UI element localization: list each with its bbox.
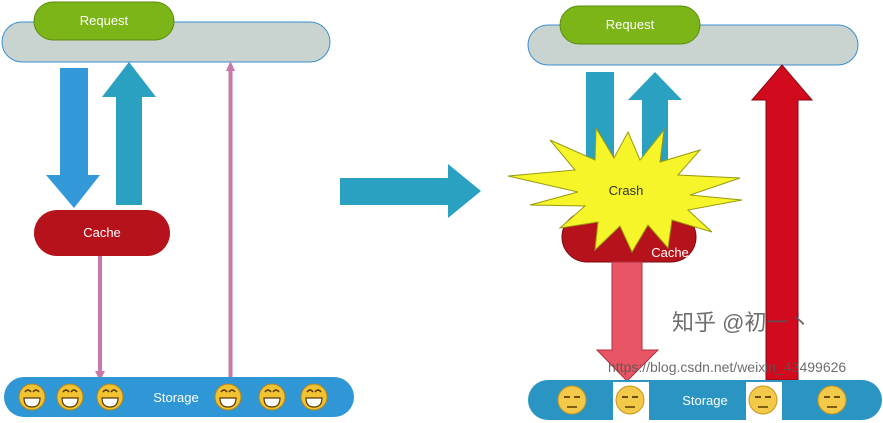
watermark-brand: 知乎 @初一丶 [672, 310, 810, 335]
request-pill [559, 5, 701, 45]
read-down-arrow [46, 68, 100, 208]
storage-label: Storage [682, 393, 728, 408]
grin-emoji-icon [258, 383, 286, 411]
storage-up-line [228, 70, 233, 378]
cache-down-line [98, 256, 102, 372]
grin-emoji-icon [18, 383, 46, 411]
grin-emoji-icon [214, 383, 242, 411]
return-up-arrow [628, 72, 682, 200]
weary-emoji-icon [748, 385, 778, 415]
cache-label: Cache [651, 245, 689, 260]
weary-emoji-icon [557, 385, 587, 415]
request-label: Request [606, 17, 655, 32]
cache-pill [34, 210, 170, 256]
request-label: Request [80, 13, 129, 28]
transition-arrow [340, 164, 481, 218]
crash-label: Crash [609, 183, 644, 198]
return-up-arrow [102, 62, 156, 205]
cache-to-storage-arrow [595, 261, 660, 382]
watermark-url: https://blog.csdn.net/weixin_43499626 [608, 359, 846, 375]
grin-emoji-icon [96, 383, 124, 411]
crash-burst [507, 126, 743, 254]
grin-emoji-icon [56, 383, 84, 411]
grin-emoji-icon [300, 383, 328, 411]
arrowhead-icon [95, 371, 105, 381]
storage-label: Storage [153, 390, 199, 405]
weary-emoji-icon [615, 385, 645, 415]
cache-label: Cache [83, 225, 121, 240]
arrowhead-icon [226, 61, 235, 71]
storage-to-request-arrow [750, 64, 814, 381]
weary-emoji-icon [817, 385, 847, 415]
request-pill [33, 1, 175, 41]
